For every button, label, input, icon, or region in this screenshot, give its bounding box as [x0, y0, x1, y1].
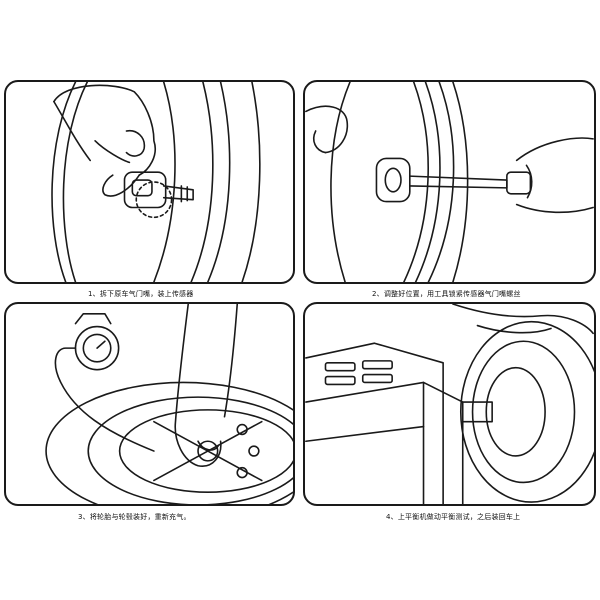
step-2-panel: [303, 80, 596, 284]
step-2-illustration: [305, 82, 594, 282]
step-1-caption: 1、拆下原车气门嘴，装上传感器: [88, 290, 194, 298]
step-1-illustration: [6, 82, 293, 282]
step-4-illustration: [305, 304, 594, 504]
step-3-caption: 3、将轮胎与轮毂装好，重新充气。: [78, 513, 191, 521]
step-1-panel: [4, 80, 295, 284]
step-4-panel: [303, 302, 596, 506]
step-2-caption: 2、调整好位置，用工具锁紧传感器气门嘴螺丝: [372, 290, 521, 298]
step-4-caption: 4、上平衡机做动平衡测试，之后装回车上: [386, 513, 521, 521]
step-3-panel: [4, 302, 295, 506]
step-3-illustration: [6, 304, 293, 504]
